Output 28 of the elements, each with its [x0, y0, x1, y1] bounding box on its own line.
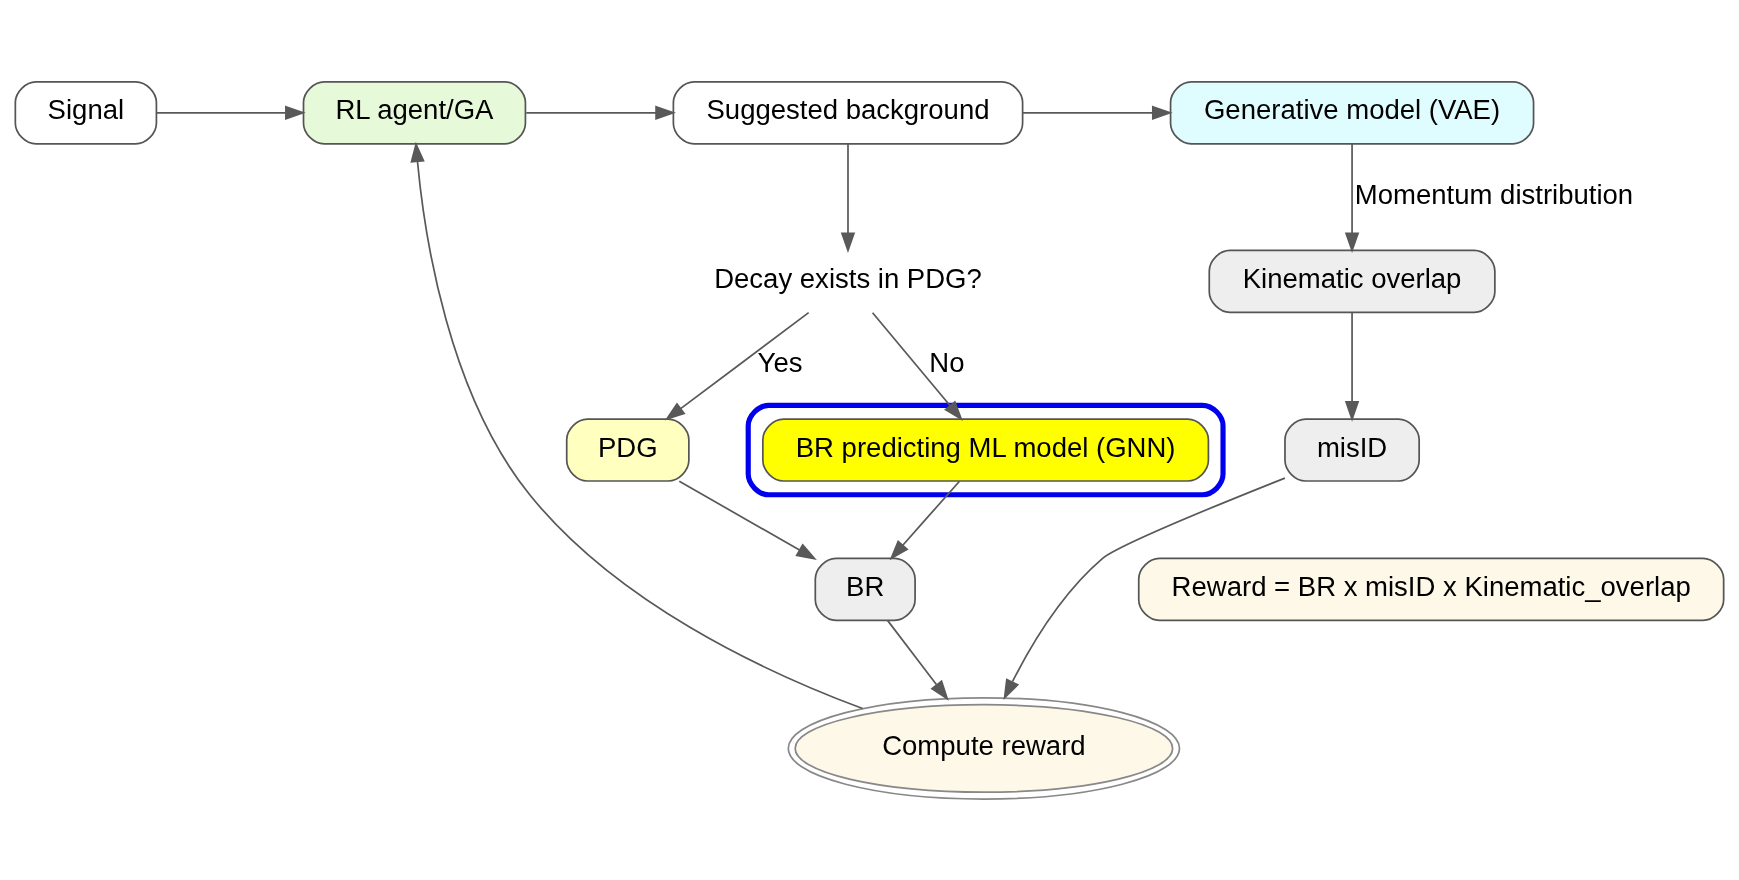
arrow	[410, 141, 864, 709]
arrow	[889, 479, 961, 560]
node-box: Suggested background	[672, 80, 1024, 145]
node-box: Generative model (VAE)	[1169, 80, 1535, 145]
node-box: PDG	[565, 417, 690, 482]
node-box: Kinematic overlap	[1208, 249, 1496, 313]
node-ellipse: Compute reward	[787, 696, 1181, 800]
node-box: Reward = BR x misID x Kinematic_overlap	[1137, 557, 1725, 621]
edge-label: No	[929, 346, 965, 378]
arrow	[1021, 105, 1173, 120]
node-box: BR	[814, 557, 916, 621]
arrow	[886, 619, 949, 701]
arrow	[840, 142, 856, 253]
node-box: misID	[1284, 417, 1420, 482]
arrow	[1003, 476, 1286, 700]
arrow	[664, 311, 810, 421]
arrow	[525, 105, 676, 120]
node-box: Signal	[14, 80, 158, 145]
arrow	[871, 311, 963, 421]
arrow	[155, 105, 306, 120]
edge-label: Yes	[757, 346, 803, 378]
arrow	[1344, 142, 1360, 253]
arrow	[1344, 311, 1360, 422]
node-text: Decay exists in PDG?	[714, 262, 982, 294]
node-box: RL agent/GA	[302, 80, 527, 145]
edge-label: Momentum distribution	[1354, 178, 1634, 210]
node-box: BR predicting ML model (GNN)	[762, 417, 1210, 482]
arrow	[678, 479, 817, 560]
